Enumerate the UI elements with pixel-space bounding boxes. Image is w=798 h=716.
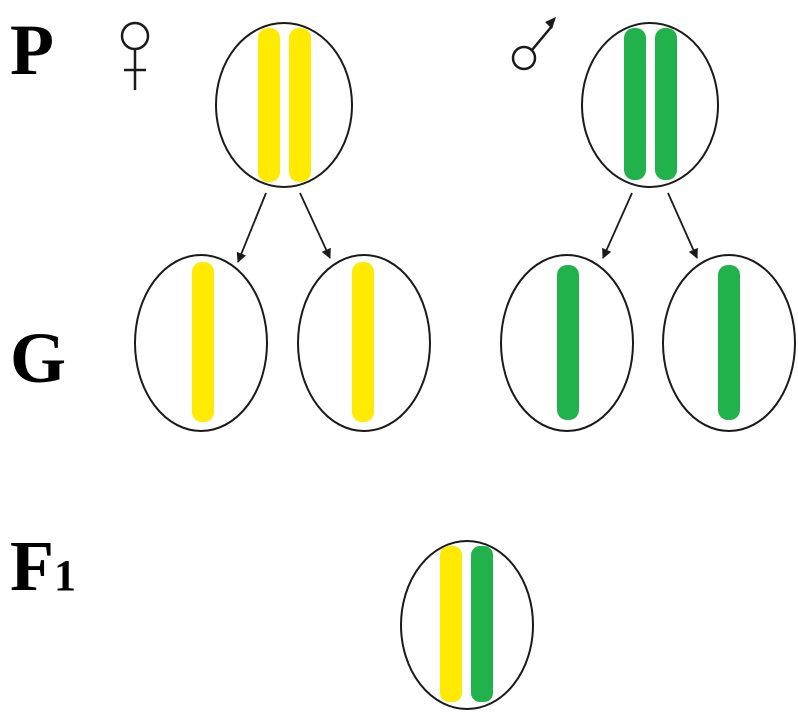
f1-generation-label: F1: [10, 530, 76, 602]
male-parent-chromosome-right: [655, 28, 677, 180]
f1-label-main: F: [10, 526, 54, 606]
female-parent-chromosome-right: [289, 28, 311, 182]
f1-offspring-cell: [400, 540, 534, 710]
arrow-female-to-gamete-2: [299, 192, 331, 259]
gamete-label-text: G: [10, 318, 67, 398]
female-symbol-icon: [120, 21, 150, 90]
male-parent-cell: [581, 22, 719, 188]
gamete-generation-label: G: [10, 322, 66, 394]
female-parent-chromosome-left: [258, 28, 280, 182]
male-parent-chromosome-left: [624, 28, 646, 180]
female-parent-cell: [215, 22, 353, 188]
arrow-female-to-gamete-1: [236, 192, 267, 263]
male-gamete-2-chromosome: [718, 265, 740, 420]
male-gamete-1: [500, 254, 634, 432]
parental-label-text: P: [10, 10, 54, 90]
male-gamete-2: [662, 254, 796, 432]
female-gamete-2: [297, 254, 431, 432]
female-gamete-1: [134, 254, 268, 432]
female-gamete-2-chromosome: [352, 262, 374, 422]
f1-chromosome-green: [471, 546, 493, 702]
arrow-male-to-gamete-1: [602, 192, 633, 259]
male-symbol-icon: [511, 17, 556, 71]
male-gamete-1-chromosome: [557, 265, 579, 420]
parental-generation-label: P: [10, 14, 54, 86]
f1-label-subscript: 1: [53, 551, 76, 600]
f1-chromosome-yellow: [440, 546, 462, 702]
female-gamete-1-chromosome: [192, 262, 214, 422]
arrow-male-to-gamete-2: [667, 192, 698, 259]
